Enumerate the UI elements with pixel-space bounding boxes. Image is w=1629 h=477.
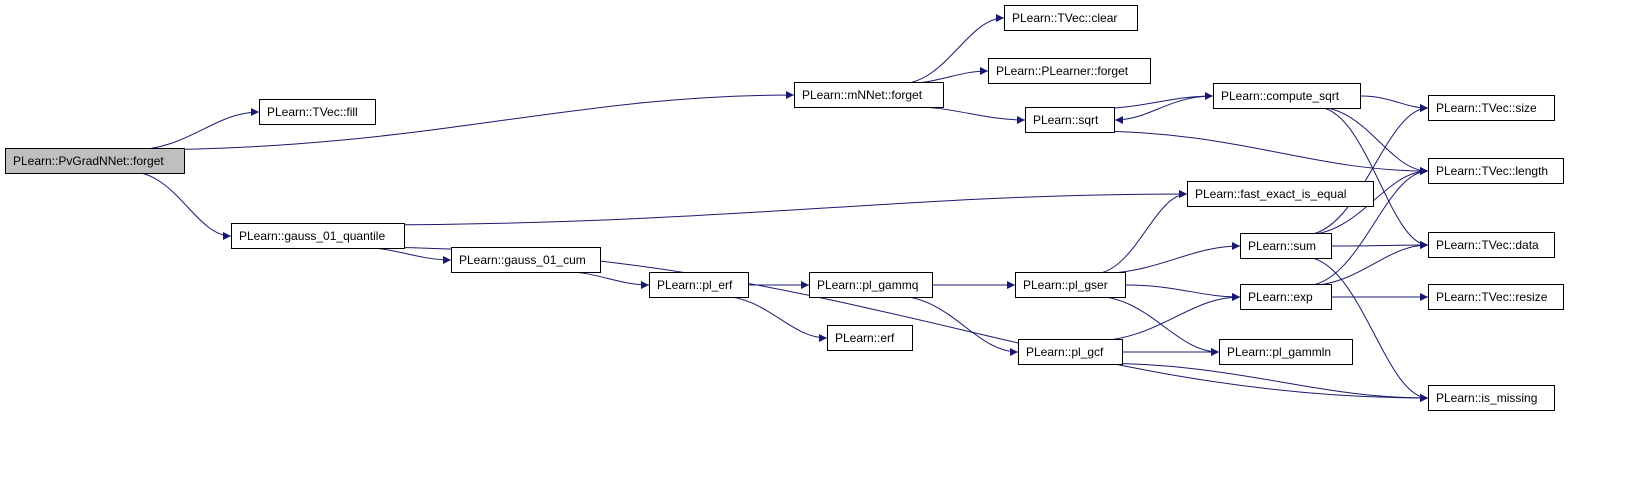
edge-pl-erf-to-erf bbox=[718, 295, 828, 342]
edge-mnnet-forget-to-sqrt bbox=[898, 105, 1026, 124]
node-tvec-clear[interactable]: PLearn::TVec::clear bbox=[1004, 5, 1138, 31]
node-compute-sqrt[interactable]: PLearn::compute_sqrt bbox=[1213, 83, 1361, 109]
node-erf[interactable]: PLearn::erf bbox=[827, 325, 913, 351]
node-pl-erf[interactable]: PLearn::pl_erf bbox=[649, 272, 749, 298]
node-is-missing[interactable]: PLearn::is_missing bbox=[1428, 385, 1555, 411]
node-exp[interactable]: PLearn::exp bbox=[1240, 284, 1332, 310]
edge-sum-to-tvec-data bbox=[1331, 241, 1429, 250]
edge-pl-gser-to-fast-exact-is-equal bbox=[1092, 190, 1188, 275]
edge-pl-gammq-to-pl-gcf bbox=[895, 295, 1019, 356]
edge-sum-to-tvec-size bbox=[1304, 104, 1429, 236]
node-pl-gammq[interactable]: PLearn::pl_gammq bbox=[809, 272, 933, 298]
node-gauss-01-quantile[interactable]: PLearn::gauss_01_quantile bbox=[231, 223, 405, 249]
edge-compute-sqrt-to-tvec-length bbox=[1316, 106, 1429, 175]
edge-compute-sqrt-to-tvec-size bbox=[1360, 95, 1429, 112]
node-pl-gammln[interactable]: PLearn::pl_gammln bbox=[1219, 339, 1353, 365]
node-sqrt[interactable]: PLearn::sqrt bbox=[1025, 107, 1115, 133]
node-pl-gcf[interactable]: PLearn::pl_gcf bbox=[1018, 339, 1123, 365]
edge-pvgradnnet-forget-to-gauss-01-quantile bbox=[130, 171, 232, 240]
node-sum[interactable]: PLearn::sum bbox=[1240, 233, 1332, 259]
node-pvgradnnet-forget: PLearn::PvGradNNet::forget bbox=[5, 148, 185, 174]
node-tvec-size[interactable]: PLearn::TVec::size bbox=[1428, 95, 1555, 121]
node-mnnet-forget[interactable]: PLearn::mNNet::forget bbox=[794, 82, 944, 108]
edge-pl-gcf-to-exp bbox=[1091, 293, 1241, 342]
edge-compute-sqrt-to-tvec-data bbox=[1316, 106, 1429, 249]
edge-pvgradnnet-forget-to-mnnet-forget bbox=[130, 91, 795, 151]
edge-pvgradnnet-forget-to-tvec-fill bbox=[130, 108, 260, 151]
edge-sum-to-is-missing bbox=[1304, 256, 1429, 402]
edge-pl-gcf-to-is-missing bbox=[1091, 362, 1429, 402]
node-tvec-length[interactable]: PLearn::TVec::length bbox=[1428, 158, 1564, 184]
edge-mnnet-forget-to-tvec-clear bbox=[898, 14, 1005, 85]
edge-pl-gser-to-exp bbox=[1125, 284, 1241, 301]
node-plearner-forget[interactable]: PLearn::PLearner::forget bbox=[988, 58, 1151, 84]
edge-sqrt-to-tvec-length bbox=[1087, 130, 1429, 175]
node-tvec-resize[interactable]: PLearn::TVec::resize bbox=[1428, 284, 1564, 310]
edge-pl-gser-to-sum bbox=[1092, 242, 1241, 275]
edge-compute-sqrt-to-sqrt bbox=[1114, 95, 1214, 124]
edge-gauss-01-cum-to-pl-erf bbox=[555, 270, 650, 289]
node-pl-gser[interactable]: PLearn::pl_gser bbox=[1015, 272, 1126, 298]
node-gauss-01-cum[interactable]: PLearn::gauss_01_cum bbox=[451, 247, 601, 273]
edge-exp-to-tvec-length bbox=[1304, 167, 1429, 287]
node-fast-exact-is-equal[interactable]: PLearn::fast_exact_is_equal bbox=[1187, 181, 1374, 207]
node-tvec-fill[interactable]: PLearn::TVec::fill bbox=[259, 99, 376, 125]
node-tvec-data[interactable]: PLearn::TVec::data bbox=[1428, 232, 1555, 258]
edge-gauss-01-quantile-to-fast-exact-is-equal bbox=[352, 190, 1188, 226]
